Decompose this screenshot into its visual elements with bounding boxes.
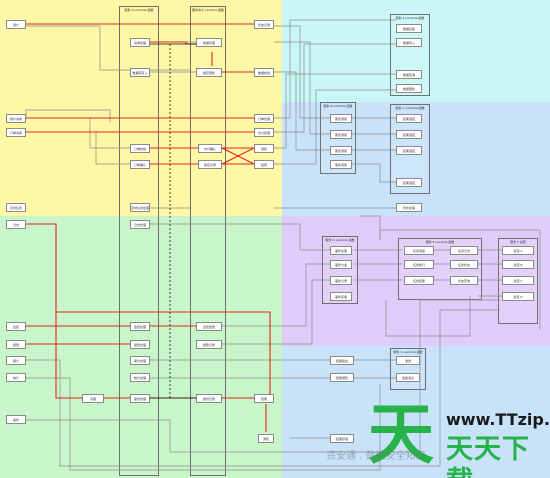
lane-title: 服务中心 Lambda 函数 — [192, 8, 224, 12]
node-data-query[interactable]: 数据查询 — [396, 70, 422, 79]
node-db-write[interactable]: 数据库写入 — [130, 68, 150, 77]
node-order-request[interactable]: 订单请求 — [6, 128, 26, 137]
node-service-call[interactable]: 服务调用 — [330, 160, 352, 169]
node-task-log[interactable]: 任务日志 — [450, 246, 478, 255]
brand-mark: 天 — [368, 396, 434, 473]
node-output[interactable]: 通知 — [258, 434, 274, 443]
node-service-call[interactable]: 服务调用 — [330, 130, 352, 139]
node-async[interactable]: 异步处理 — [396, 203, 422, 212]
group-title: 服务 D Lambda 函数 — [325, 238, 355, 242]
group-lower: 服务 G Lambda 函数 — [390, 348, 426, 390]
node-data-store[interactable]: 数据存储 — [196, 38, 222, 47]
group-title: 服务 B Lambda 函数 — [323, 104, 353, 108]
node-payment-confirm[interactable]: 支付确认 — [198, 144, 222, 153]
node-log[interactable]: 日志 — [6, 220, 26, 229]
node-data-write[interactable]: 数据写入 — [396, 38, 422, 47]
node-data-validate[interactable]: 数据校验 — [254, 68, 274, 77]
node-result-return[interactable]: 结果返回 — [396, 178, 422, 187]
node-request-handler[interactable]: 请求处理 — [130, 38, 150, 47]
node-monitor-handler[interactable]: 监控处理 — [130, 322, 150, 331]
node-backup-handler[interactable]: 备份处理 — [130, 394, 150, 403]
node-audit[interactable]: 审计 — [6, 356, 26, 365]
node-scheduled[interactable]: 定时任务 — [6, 203, 26, 212]
node-result-return[interactable]: 结果返回 — [396, 146, 422, 155]
node-stat-handler[interactable]: 统计处理 — [130, 373, 150, 382]
node-audit-handler[interactable]: 审计处理 — [130, 356, 150, 365]
node-resource-d[interactable]: 资源 D — [502, 292, 534, 301]
node-settle[interactable]: 结算 — [254, 160, 274, 169]
node-result[interactable]: 结果 — [254, 394, 274, 403]
node-log-handler[interactable]: 日志处理 — [130, 220, 150, 229]
node-result-return[interactable]: 结果返回 — [396, 130, 422, 139]
group-title: 服务 E Lambda 函数 — [425, 240, 455, 244]
node-event-store[interactable]: 事件存储 — [330, 292, 352, 301]
node-resource-b[interactable]: 资源 B — [502, 260, 534, 269]
node-order-process[interactable]: 订单处理 — [254, 114, 274, 123]
node-monitor[interactable]: 监控 — [6, 322, 26, 331]
node-send[interactable]: 发送 — [396, 356, 420, 365]
node-event-dispatch[interactable]: 事件分发 — [330, 260, 352, 269]
node-event-record[interactable]: 事件记录 — [330, 276, 352, 285]
node-alarm-handler[interactable]: 报警处理 — [130, 340, 150, 349]
node-backup-record[interactable]: 备份记录 — [196, 394, 222, 403]
brand-url: www.TTzip.com — [446, 410, 550, 429]
group-title: 服务 4 Lambda 函数 — [395, 16, 425, 20]
node-data-read[interactable]: 数据读取 — [396, 24, 422, 33]
faded-watermark: 资安通 . 数据安全知识 — [326, 451, 426, 462]
brand-name: 天天下载 — [446, 434, 530, 478]
node-scheduled-handler[interactable]: 定时任务处理 — [130, 203, 150, 212]
node-alarm-record[interactable]: 报警记录 — [196, 340, 222, 349]
node-cache-update[interactable]: 缓存更新 — [196, 68, 222, 77]
node-monitor-alert[interactable]: 监控告警 — [196, 322, 222, 331]
node-resource-a[interactable]: 资源 A — [502, 246, 534, 255]
node-task-result[interactable]: 任务结果 — [404, 276, 434, 285]
node-task-schedule[interactable]: 任务调度 — [404, 246, 434, 255]
node-send-message[interactable]: 发送消息 — [396, 373, 420, 382]
node-service-call[interactable]: 服务调用 — [330, 146, 352, 155]
node-result-return[interactable]: 结果返回 — [396, 114, 422, 123]
node-task-status[interactable]: 任务状态 — [450, 260, 478, 269]
lane-title: 服务 A Lambda 函数 — [124, 8, 154, 12]
node-alarm[interactable]: 报警 — [6, 340, 26, 349]
group-title: 服务 G Lambda 函数 — [393, 350, 423, 354]
group-title: 服务 F 资源 — [510, 240, 526, 244]
node-service-call[interactable]: 服务调用 — [330, 114, 352, 123]
node-order-check[interactable]: 订单校验 — [130, 144, 150, 153]
brand-logo: 天 www.TTzip.com 天天下载 — [368, 396, 550, 478]
node-result-store[interactable]: 结果存储 — [330, 434, 354, 443]
node-stock-record[interactable]: 库存记录 — [198, 160, 222, 169]
node-result-notify[interactable]: 结果通知 — [330, 373, 354, 382]
node-result-output[interactable]: 结果输出 — [330, 356, 354, 365]
node-resource-c[interactable]: 资源 C — [502, 276, 534, 285]
node-stat[interactable]: 统计 — [6, 373, 26, 382]
node-status-query[interactable]: 状态查询 — [450, 276, 478, 285]
node-user[interactable]: 用户 — [6, 20, 26, 29]
node-event-handle[interactable]: 事件处理 — [330, 246, 352, 255]
node-request[interactable]: 用户请求 — [6, 114, 26, 123]
node-notify[interactable]: 通知 — [254, 144, 274, 153]
node-order-confirm[interactable]: 订单确认 — [130, 160, 150, 169]
group-title: 服务 C Lambda 函数 — [395, 106, 425, 110]
node-status-record[interactable]: 状态记录 — [254, 20, 274, 29]
node-task-exec[interactable]: 任务执行 — [404, 260, 434, 269]
node-cleanup[interactable]: 清理 — [82, 394, 104, 403]
node-data-update[interactable]: 数据更新 — [396, 84, 422, 93]
node-backup[interactable]: 备份 — [6, 415, 26, 424]
node-payment-process[interactable]: 支付处理 — [254, 128, 274, 137]
